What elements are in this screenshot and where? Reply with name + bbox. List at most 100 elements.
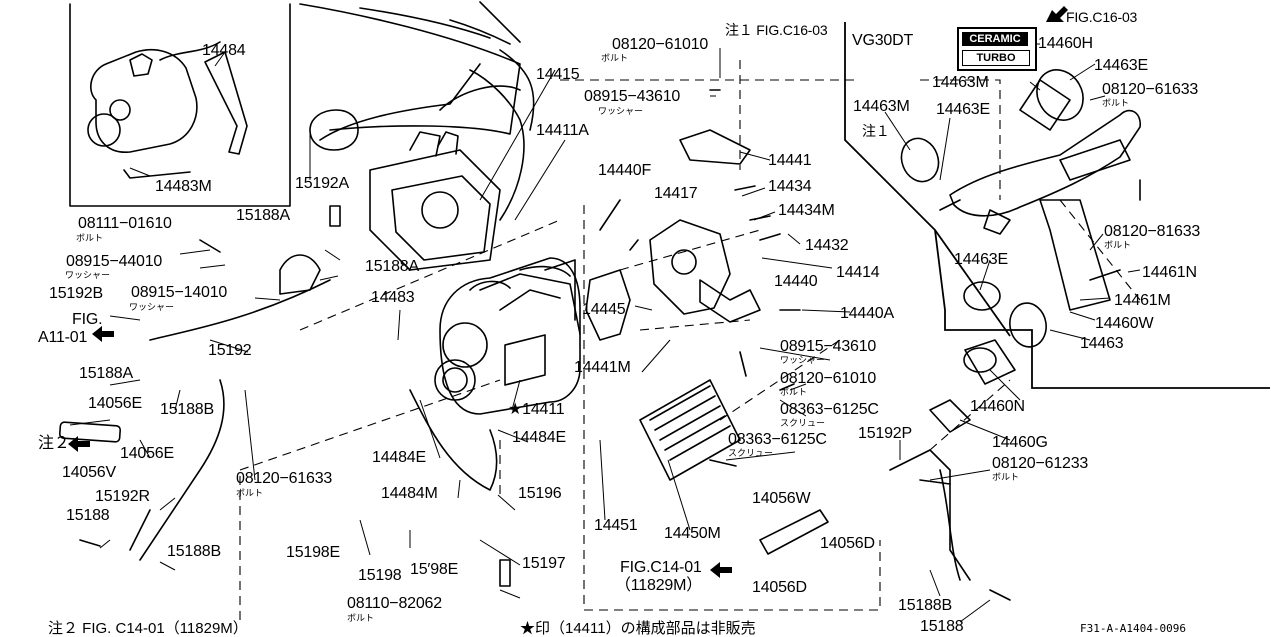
part-label: 15′98E bbox=[410, 561, 459, 578]
section-outline bbox=[844, 22, 1270, 389]
part-label: 14440A bbox=[840, 305, 894, 322]
part-label: 14484E bbox=[372, 449, 426, 466]
ref-line bbox=[583, 205, 881, 611]
part-label: 15196 bbox=[518, 485, 562, 502]
ceramic-turbo-badge: CERAMIC TURBO bbox=[957, 27, 1037, 71]
part-label: 14411A bbox=[536, 122, 589, 139]
part-label: 15188B bbox=[167, 543, 221, 560]
part-label: 14484E bbox=[512, 429, 566, 446]
part-label: FIG. bbox=[72, 311, 103, 328]
part-label: 14451 bbox=[594, 517, 638, 534]
part-label: 14434M bbox=[778, 202, 835, 219]
sub-label: ワッシャー bbox=[598, 107, 644, 117]
part-label: 08915−14010 bbox=[131, 284, 228, 301]
part-label: 08120−61633 bbox=[236, 470, 333, 487]
part-label: 14414 bbox=[836, 264, 880, 281]
part-label: 14440F bbox=[598, 162, 652, 179]
part-label: A11-01 bbox=[38, 329, 88, 346]
part-label: 14484M bbox=[381, 485, 438, 502]
part-label: 14460W bbox=[1095, 315, 1154, 332]
section-outline bbox=[934, 229, 1011, 337]
part-label: 14415 bbox=[536, 66, 580, 83]
part-label: 注１ bbox=[862, 123, 890, 139]
sub-label: ボルト bbox=[780, 388, 808, 398]
ref-line bbox=[929, 379, 1011, 451]
part-label: 08915−43610 bbox=[780, 338, 877, 355]
drawing-code: F31-A-A1404-0096 bbox=[1080, 622, 1186, 635]
part-label: 15188 bbox=[66, 507, 110, 524]
part-label: 14463 bbox=[1080, 335, 1124, 352]
part-label: 15192A bbox=[295, 175, 349, 192]
part-label: FIG.C16-03 bbox=[1066, 9, 1138, 25]
part-label: 15192 bbox=[208, 342, 252, 359]
part-label: 14440 bbox=[774, 273, 818, 290]
bolts bbox=[79, 89, 1141, 601]
part-label: 08363−6125C bbox=[728, 431, 827, 448]
part-label: 08120−61010 bbox=[612, 36, 709, 53]
part-label: 08915−44010 bbox=[66, 253, 163, 270]
part-label: 14483 bbox=[371, 289, 415, 306]
part-label: 注２ bbox=[38, 435, 70, 452]
part-label: 08120−61233 bbox=[992, 455, 1089, 472]
arrow-icon bbox=[710, 562, 732, 578]
part-label: （11829M） bbox=[615, 577, 703, 594]
ref-line bbox=[1059, 199, 1141, 301]
part-label: 08120−61633 bbox=[1102, 81, 1199, 98]
model-label: VG30DT bbox=[852, 32, 914, 49]
ref-line bbox=[719, 339, 841, 421]
part-label: 15192B bbox=[49, 285, 103, 302]
sub-label: ワッシャー bbox=[780, 356, 826, 366]
part-label: 08915−43610 bbox=[584, 88, 681, 105]
part-label: 14460G bbox=[992, 434, 1048, 451]
arrow-icon bbox=[92, 326, 114, 342]
sub-label: ワッシャー bbox=[129, 303, 175, 313]
part-label: 14461N bbox=[1142, 264, 1197, 281]
part-label: 15197 bbox=[522, 555, 566, 572]
part-label: 14417 bbox=[654, 185, 698, 202]
sub-label: ワッシャー bbox=[65, 271, 111, 281]
part-label: 15188A bbox=[79, 365, 133, 382]
part-label: 14460H bbox=[1038, 35, 1093, 52]
footer-left-note: 注２ FIG. C14-01（11829M） bbox=[48, 620, 248, 637]
part-label: 14483M bbox=[155, 178, 212, 195]
footer-center-note: ★印（14411）の構成部品は非販売 bbox=[520, 620, 756, 637]
part-label: ★14411 bbox=[508, 401, 565, 418]
part-label: 15188B bbox=[898, 597, 952, 614]
ref-line bbox=[299, 219, 561, 331]
arrow-icon bbox=[68, 436, 90, 452]
part-label: 15188A bbox=[365, 258, 419, 275]
part-label: FIG.C14-01 bbox=[620, 559, 702, 576]
ref-line bbox=[920, 79, 1001, 200]
part-label: 15188A bbox=[236, 207, 290, 224]
part-label: 08120−81633 bbox=[1104, 223, 1201, 240]
part-label: 14432 bbox=[805, 237, 849, 254]
part-label: 14056D bbox=[820, 535, 875, 552]
part-label: 14460N bbox=[970, 398, 1025, 415]
turbocharger-body bbox=[434, 257, 581, 415]
part-label: 15192P bbox=[858, 425, 912, 442]
exhaust-flange bbox=[369, 131, 501, 271]
part-label: 14463E bbox=[936, 101, 990, 118]
sub-label: ボルト bbox=[992, 473, 1020, 483]
part-label: 08363−6125C bbox=[780, 401, 879, 418]
part-label: 15192R bbox=[95, 488, 150, 505]
engine-block bbox=[299, 1, 535, 221]
part-label: 14484 bbox=[202, 42, 246, 59]
ref-line bbox=[239, 379, 501, 620]
part-label: 15188 bbox=[920, 618, 964, 635]
part-label: 14056W bbox=[752, 490, 811, 507]
part-label: 14463E bbox=[1094, 57, 1148, 74]
sub-label: ボルト bbox=[347, 614, 375, 624]
sub-label: ボルト bbox=[76, 234, 104, 244]
sub-label: スクリュー bbox=[728, 449, 774, 459]
part-label: 14463E bbox=[954, 251, 1008, 268]
sub-label: ボルト bbox=[601, 54, 629, 64]
badge-bottom-text: TURBO bbox=[962, 50, 1030, 66]
part-label: 15198 bbox=[358, 567, 402, 584]
turbo-brackets bbox=[585, 129, 761, 341]
part-label: 14441 bbox=[768, 152, 812, 169]
part-label: 14445 bbox=[582, 301, 626, 318]
part-label: 14056V bbox=[62, 464, 116, 481]
part-label: 14463M bbox=[853, 98, 910, 115]
